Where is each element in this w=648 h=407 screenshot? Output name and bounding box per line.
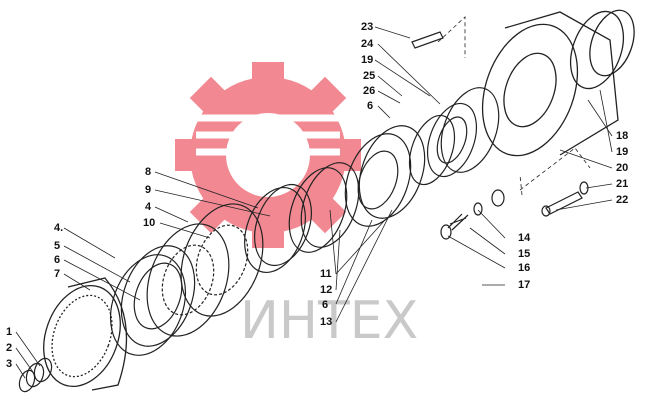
callout-7: 7 xyxy=(54,268,60,280)
bearing-and-seal xyxy=(408,87,500,186)
leader-lines xyxy=(15,26,613,379)
bolt-and-washer xyxy=(541,181,589,217)
callout-9: 9 xyxy=(145,184,151,196)
callout-2: 2 xyxy=(6,342,12,354)
ring-gear xyxy=(43,277,128,391)
callout-21: 21 xyxy=(616,178,628,190)
callout-18: 18 xyxy=(616,130,628,142)
callout-1: 1 xyxy=(6,326,12,338)
stud-bolt xyxy=(411,31,444,49)
callout-20: 20 xyxy=(616,162,628,174)
watermark-text: ИНТЕХ xyxy=(240,291,418,351)
small-hardware xyxy=(440,189,505,240)
callout-12: 12 xyxy=(320,284,332,296)
middle-rings xyxy=(244,162,360,274)
callout-26: 26 xyxy=(363,85,375,97)
callout-23: 23 xyxy=(361,21,373,33)
callout-6b: 6 xyxy=(322,299,328,311)
assembly-guide-lines xyxy=(437,16,591,196)
callout-4b: 4 xyxy=(145,201,152,213)
callout-3: 3 xyxy=(6,358,12,370)
callout-5: 5 xyxy=(54,240,60,252)
snap-ring-parts xyxy=(18,357,53,393)
callout-22: 22 xyxy=(616,194,628,206)
callout-13: 13 xyxy=(320,316,332,328)
callout-25: 25 xyxy=(363,70,375,82)
callout-6c: 6 xyxy=(367,100,373,112)
callout-4a: 4. xyxy=(54,222,63,234)
hub-housing xyxy=(481,9,635,157)
callout-17: 17 xyxy=(518,279,530,291)
piston-assembly xyxy=(344,125,426,227)
callout-15: 15 xyxy=(518,248,530,260)
callout-11: 11 xyxy=(320,268,332,280)
left-disc-set xyxy=(110,203,264,356)
callout-14: 14 xyxy=(518,232,531,244)
callout-10: 10 xyxy=(143,217,155,229)
callout-24: 24 xyxy=(361,38,374,50)
callout-16: 16 xyxy=(518,262,530,274)
watermark-gear-logo xyxy=(175,62,361,248)
callout-19b: 19 xyxy=(616,146,628,158)
callout-19a: 19 xyxy=(361,54,373,66)
callout-6a: 6 xyxy=(54,254,60,266)
callout-8: 8 xyxy=(145,166,151,178)
